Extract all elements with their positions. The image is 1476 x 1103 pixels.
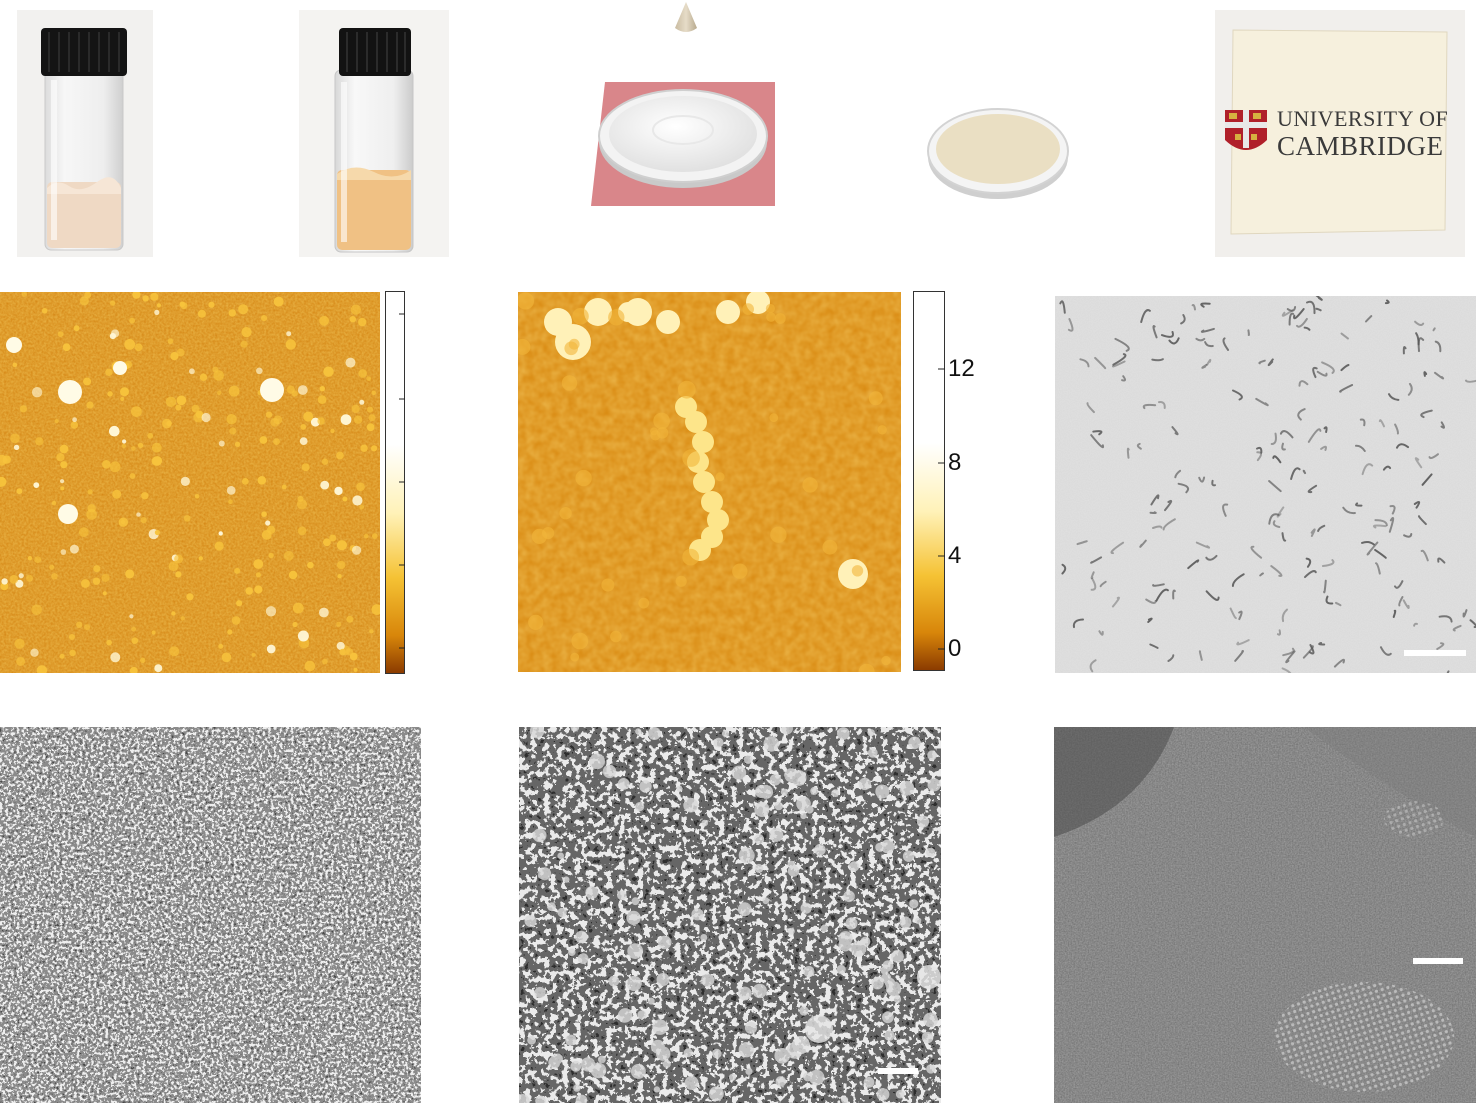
logo-text-line-1: UNIVERSITY OF (1277, 106, 1449, 131)
logo-text-line-2: CAMBRIDGE (1277, 131, 1444, 161)
hrtem-image-lattice (1054, 727, 1476, 1103)
droplet-icon (675, 2, 697, 32)
colorbar-tick-label-8: 8 (948, 449, 962, 476)
afm-image-large-area (0, 292, 380, 673)
tem-image-low-magnification (1055, 296, 1476, 673)
dried-film-dish (925, 95, 1071, 205)
sem-image-network (0, 727, 421, 1103)
scale-bar (1404, 650, 1466, 656)
casting-schematic (585, 0, 780, 212)
sem-image-zoomed (519, 727, 941, 1103)
vial-photo-dispersion (17, 10, 153, 257)
colorbar-tick-label-4: 4 (948, 542, 962, 569)
cambridge-crest-icon (1225, 110, 1267, 150)
film-photo: UNIVERSITY OF CAMBRIDGE (1215, 10, 1465, 257)
colorbar-tick-label-12: 12 (948, 355, 975, 382)
afm-image-zoomed (518, 292, 901, 672)
colorbar-tick-label-0: 0 (948, 635, 962, 662)
scale-bar (1413, 958, 1463, 964)
colorbar-height-scale-labeled (913, 291, 945, 671)
scale-bar (878, 1068, 918, 1074)
vial-photo-solution (299, 10, 449, 257)
colorbar-height-scale (385, 291, 405, 674)
